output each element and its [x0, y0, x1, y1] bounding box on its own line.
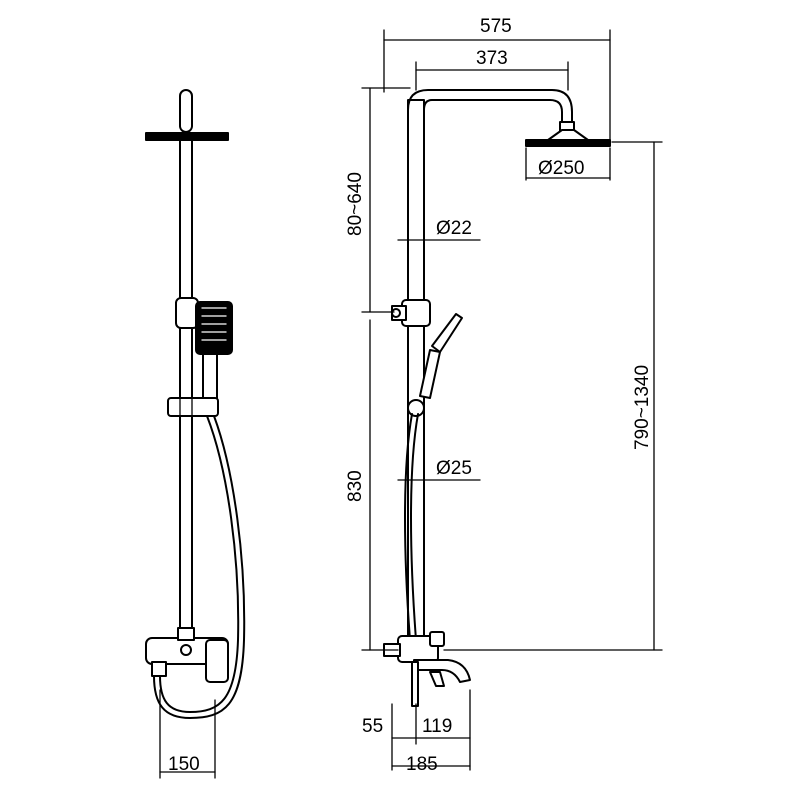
- dim-spout-mid: 119: [422, 716, 452, 737]
- side-lever: [411, 661, 419, 707]
- side-riser-pipe: [407, 99, 425, 641]
- front-mixer-lever: [205, 639, 229, 683]
- side-spout: [413, 659, 471, 683]
- front-holder-bracket: [167, 397, 219, 417]
- front-hose: [159, 415, 240, 713]
- dim-spout-small: 55: [362, 716, 383, 737]
- dim-lower-height: 830: [345, 470, 366, 502]
- dim-head-height: 790~1340: [632, 365, 653, 450]
- dim-upper-adjust: 80~640: [345, 172, 366, 236]
- dimension-lines: [159, 29, 663, 779]
- side-view: [383, 89, 611, 707]
- side-hand-shower: [431, 313, 463, 353]
- dimension-labels: 575 373 Ø250 80~640 Ø22 Ø25 830 790~1340…: [168, 16, 653, 775]
- dim-head-diameter: Ø250: [538, 158, 584, 179]
- front-slider-clamp: [175, 297, 199, 329]
- dim-overall-width: 575: [480, 16, 512, 37]
- dim-pipe-upper-diameter: Ø22: [436, 218, 472, 239]
- front-hand-shower-handle: [202, 353, 218, 401]
- dim-pipe-lower-diameter: Ø25: [436, 458, 472, 479]
- side-holder: [407, 399, 425, 417]
- front-top-cap: [179, 89, 193, 133]
- front-hand-shower: [195, 301, 233, 355]
- front-view: [145, 89, 246, 719]
- front-shower-head: [145, 132, 229, 141]
- front-riser-pipe: [179, 139, 193, 641]
- side-hose: [404, 413, 413, 641]
- dim-front-width: 150: [168, 754, 200, 775]
- side-shower-arm: [407, 89, 573, 125]
- dim-spout-total: 185: [406, 754, 438, 775]
- dim-arm-reach: 373: [476, 48, 508, 69]
